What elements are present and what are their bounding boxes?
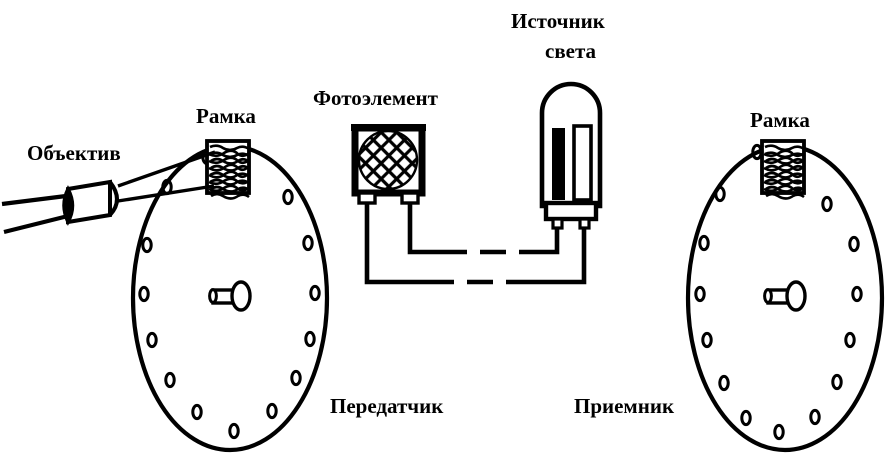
photoelement-terminal-left xyxy=(357,191,377,205)
receiver-frame-window[interactable] xyxy=(760,139,806,200)
lamp-electrode-black xyxy=(552,128,565,200)
wire-outer-solid-left xyxy=(364,203,428,285)
receiver-disc[interactable] xyxy=(685,139,885,453)
transmitter-disc-holes xyxy=(138,148,321,440)
incoming-ray-lower xyxy=(3,213,69,235)
objective-lens[interactable] xyxy=(1,150,216,235)
projection-ray-upper xyxy=(117,150,216,188)
label-frame-left: Рамка xyxy=(196,104,256,128)
wiring xyxy=(364,203,587,285)
projection-ray-lower xyxy=(117,184,215,203)
lamp-base xyxy=(543,200,599,222)
photoelement[interactable] xyxy=(351,124,426,205)
transmitter-disc[interactable] xyxy=(130,139,330,453)
lens-barrel xyxy=(66,179,112,225)
transmitter-disc-hub xyxy=(208,280,252,312)
label-photoelement: Фотоэлемент xyxy=(313,86,439,110)
lamp-pin-left xyxy=(551,217,564,230)
incoming-ray-upper xyxy=(1,193,67,207)
transmitter-frame-window[interactable] xyxy=(205,139,251,200)
wire-inner-solid-right xyxy=(520,228,560,255)
label-objective: Объектив xyxy=(27,141,121,165)
label-frame-right: Рамка xyxy=(750,108,810,132)
lens-front-element xyxy=(62,185,75,226)
receiver-disc-hub xyxy=(763,280,807,312)
photoelement-cathode-outline xyxy=(357,129,419,191)
label-light-source-line2: света xyxy=(545,39,597,63)
wire-inner-solid-left xyxy=(407,203,441,255)
label-receiver: Приемник xyxy=(574,394,675,418)
lamp-electrode-outlined xyxy=(572,124,593,202)
lens-rear-element xyxy=(108,180,119,217)
light-source-lamp[interactable] xyxy=(539,81,603,230)
label-transmitter: Передатчик xyxy=(330,394,444,418)
label-light-source-line1: Источник xyxy=(511,9,606,33)
photoelement-cathode-mesh xyxy=(359,131,417,189)
wire-outer-solid-right xyxy=(520,228,587,285)
photoelement-terminal-right xyxy=(400,191,420,205)
lamp-pin-right xyxy=(578,217,591,230)
